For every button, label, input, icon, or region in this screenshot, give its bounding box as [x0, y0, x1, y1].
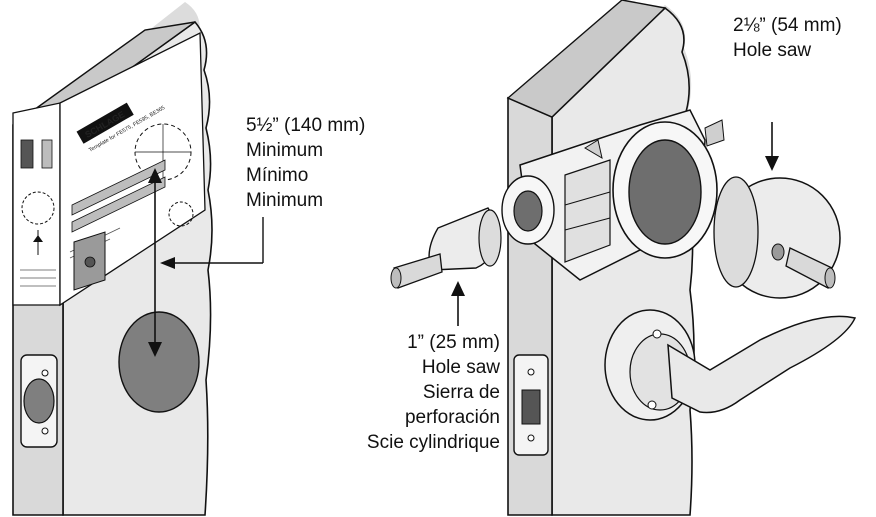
big-hole-saw-callout: 2⅛” (54 mm) Hole saw	[733, 13, 842, 63]
min-distance-en: Minimum	[246, 140, 324, 161]
small-hole-saw-callout: 1” (25 mm) Hole saw Sierra de perforació…	[340, 330, 500, 455]
small-hole-saw-measure: 1” (25 mm)	[407, 332, 500, 353]
min-distance-measure: 5½” (140 mm)	[246, 115, 366, 136]
lever-handle	[604, 309, 857, 421]
small-hole-saw-en: Hole saw	[421, 357, 500, 378]
right-latch-plate	[513, 354, 549, 456]
large-hole-saw	[713, 176, 841, 299]
arrow-large-hole-saw	[765, 122, 779, 171]
small-hole-saw-fr: Scie cylindrique	[366, 432, 500, 453]
distance-arrow-140mm	[148, 168, 264, 357]
min-distance-fr: Minimum	[246, 190, 324, 211]
arrow-small-hole-saw	[451, 281, 465, 326]
latch-plate	[20, 354, 58, 448]
small-hole-saw-es-2: perforación	[404, 407, 500, 428]
drilling-jig	[501, 109, 725, 281]
big-hole-saw-en: Hole saw	[733, 40, 812, 61]
min-distance-es: Mínimo	[246, 165, 309, 186]
small-hole-saw	[390, 207, 502, 289]
min-distance-callout: 5½” (140 mm) Minimum Mínimo Minimum	[246, 113, 365, 213]
left-door: SCHLAGE Template for FE575, FE595, BE365	[12, 2, 264, 516]
big-hole-saw-measure: 2⅛” (54 mm)	[733, 15, 842, 36]
right-door	[390, 0, 857, 516]
paper-template: SCHLAGE Template for FE575, FE595, BE365	[12, 31, 206, 307]
small-hole-saw-es-1: Sierra de	[422, 382, 500, 403]
bore-hole	[118, 311, 200, 413]
